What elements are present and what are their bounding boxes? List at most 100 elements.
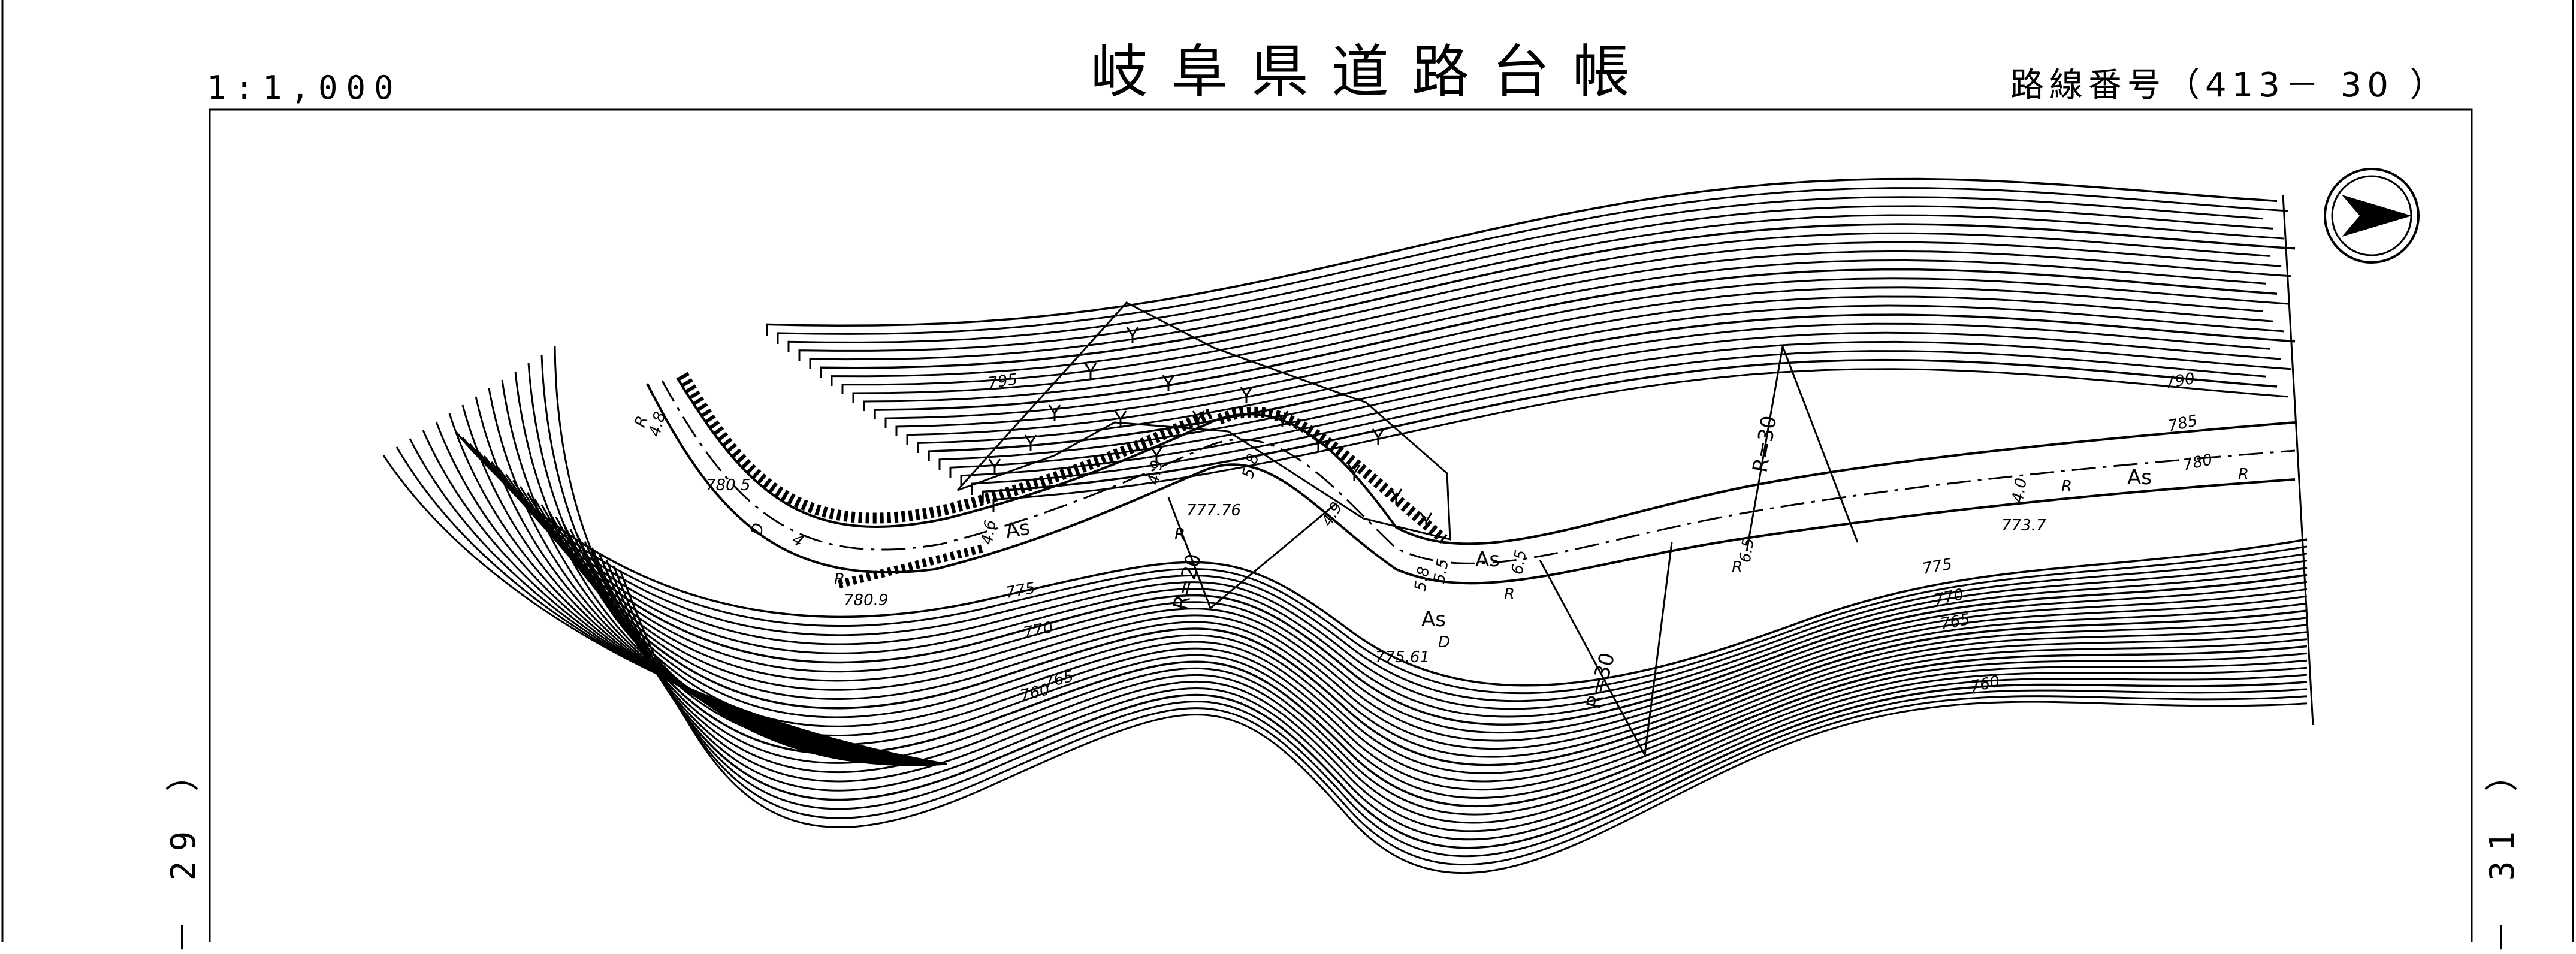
contour-line-west [554, 346, 947, 766]
contour-line-north [787, 196, 2263, 352]
contour-line-south [469, 443, 2308, 702]
contour-line-north [960, 340, 2292, 487]
elevation-point: 780.9 [844, 591, 888, 609]
width-label: 4.9 [1144, 458, 1167, 486]
contour-line-south [533, 498, 2308, 774]
contour-line-west [382, 455, 947, 765]
contour-line-north [992, 368, 2288, 512]
contour-line-south [483, 455, 2308, 718]
contour-line-west [409, 438, 947, 765]
contour-label: 775 [1004, 579, 1037, 602]
contour-line-south [454, 430, 2308, 687]
map-symbol-label: R [2061, 478, 2072, 496]
contour-line-north [831, 232, 2270, 386]
contour-line-west [488, 388, 947, 765]
contour-line-south [605, 559, 2308, 858]
contour-line-south [490, 461, 2308, 726]
contour-label: 795 [987, 370, 1019, 393]
contour-line-west [501, 379, 947, 765]
map-symbol-label: D [748, 521, 768, 538]
contour-line-south [569, 529, 2308, 816]
width-label: 5.5 [1430, 557, 1452, 585]
block-wall-north [678, 372, 1213, 524]
contour-line-north [895, 286, 2263, 436]
contour-line-west [435, 421, 947, 765]
contour-line-south [505, 473, 2308, 742]
elevation-point: 777.76 [1186, 502, 1241, 520]
contour-line-north [949, 331, 2281, 478]
contour-line-west [422, 430, 947, 765]
contour-line-south [512, 479, 2308, 750]
grass-symbol [1114, 410, 1127, 427]
road-edge-south [646, 383, 2296, 585]
width-label: 4.9 [1318, 499, 1346, 530]
elevation-point: 775.61 [1375, 648, 1430, 666]
road [646, 372, 2296, 588]
pavement-label: As [1004, 515, 1032, 544]
elevation-point: 773.7 [2001, 517, 2046, 535]
contour-line-north [841, 241, 2281, 394]
contour-line-south [461, 437, 2308, 695]
contour-line-south [562, 523, 2308, 808]
curve-radius-leaders [1167, 194, 2314, 756]
block-wall-curve [1217, 406, 1448, 544]
width-label: 6.5 [1508, 548, 1530, 576]
contour-line-west [461, 404, 947, 765]
width-label: 5.8 [1239, 452, 1263, 481]
contour-line-north [938, 322, 2270, 470]
contour-line-south [591, 547, 2308, 841]
contour-line-north [906, 295, 2274, 445]
width-label: 4.0 [2009, 476, 2031, 504]
sheet-title: 岐阜県道路台帳 [1091, 38, 1653, 105]
contour-line-west [514, 371, 947, 765]
contour-label: 765 [1939, 611, 1971, 633]
width-label: 6.5 [1736, 536, 1758, 564]
block-wall-south [838, 544, 984, 588]
contour-line-west [448, 413, 947, 765]
contour-label: 775 [1921, 556, 1953, 578]
width-label: 4.6 [978, 518, 1000, 546]
contour-line-south [519, 486, 2308, 758]
contour-label: 780 [2181, 451, 2214, 475]
elevation-point: 780.5 [706, 476, 750, 494]
contour-line-north [798, 205, 2274, 361]
contour-line-north [820, 223, 2296, 378]
map-symbol-label: R [1504, 585, 1515, 603]
width-label: 4 [789, 530, 807, 551]
contour-line-west [527, 363, 947, 765]
contour-line-north [874, 268, 2278, 419]
contour-line-west [540, 354, 947, 766]
pavement-label: As [1421, 608, 1446, 632]
map-scale: 1:1,000 [207, 69, 402, 107]
north-arrow-icon [2324, 168, 2420, 264]
pavement-label: As [2127, 466, 2152, 490]
contour-line-south [598, 553, 2308, 849]
contour-line-north [852, 250, 2292, 403]
contour-line-south [540, 504, 2308, 783]
contour-line-south [497, 467, 2308, 734]
contour-line-south [584, 541, 2308, 832]
contour-line-south [476, 449, 2308, 710]
map-symbol-label: R [1174, 526, 1185, 544]
map-symbol-label: R [631, 413, 651, 430]
contour-line-south [526, 492, 2308, 766]
contour-line-north [917, 304, 2285, 453]
contour-line-north [971, 350, 2267, 495]
contour-line-north [809, 214, 2285, 369]
map-symbol-label: R [1732, 558, 1743, 576]
contour-line-north [982, 358, 2278, 503]
pavement-label: As [1475, 548, 1500, 572]
contour-line-north [863, 259, 2267, 411]
width-label: 5.8 [1411, 565, 1433, 593]
contour-line-south [620, 572, 2308, 874]
contour-line-west [475, 396, 947, 765]
map-symbol-label: D [1438, 633, 1450, 651]
contour-line-north [928, 313, 2296, 461]
road-centerline [661, 380, 2296, 564]
contour-line-north [777, 187, 2288, 344]
contour-line-north [766, 177, 2278, 336]
grass-symbol [988, 458, 1001, 475]
contour-lines [382, 177, 2308, 874]
map-symbol-label: R [834, 570, 845, 588]
